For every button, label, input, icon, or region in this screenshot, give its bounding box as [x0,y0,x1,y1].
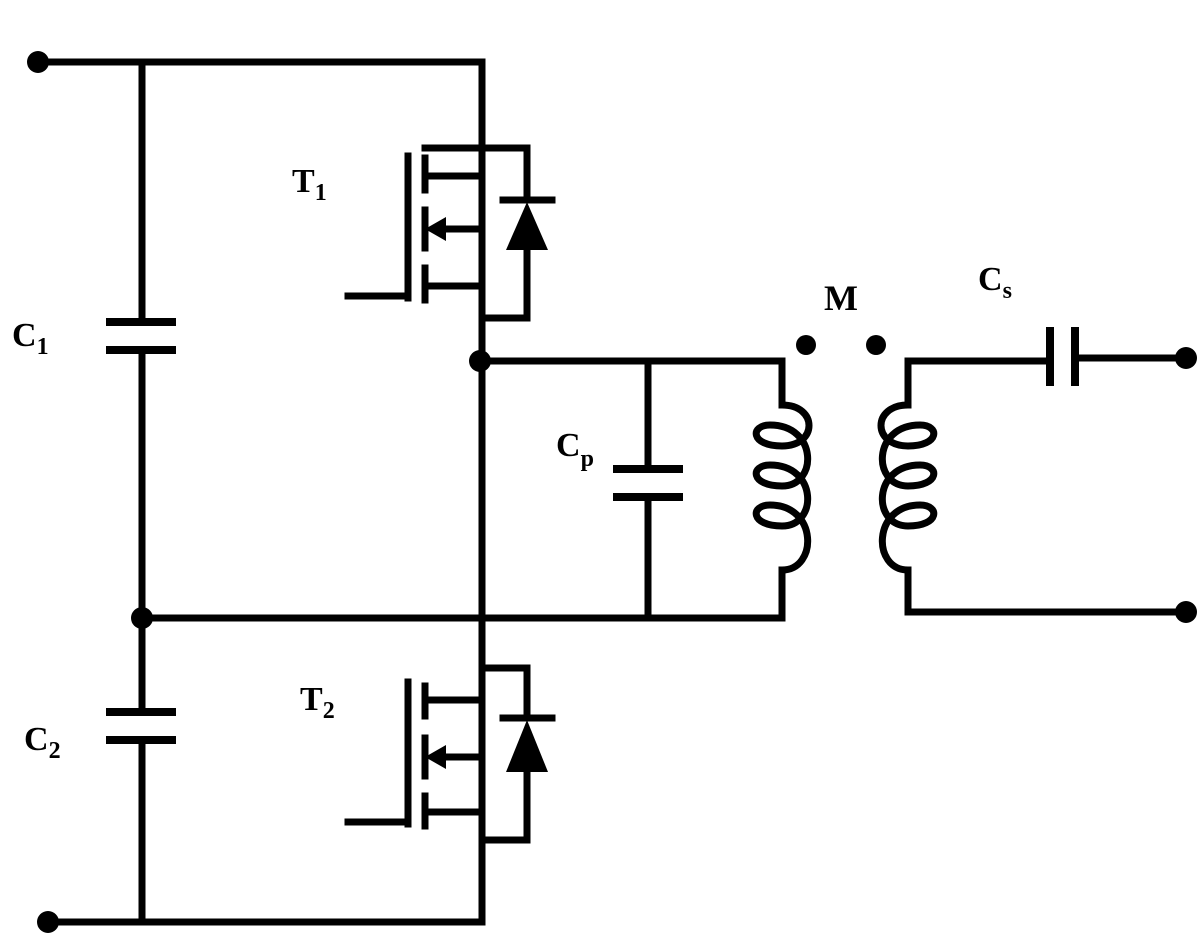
capacitor-cp [613,357,683,622]
label-t2: T2 [300,681,335,724]
top-rail [27,51,486,152]
output-top-terminal [1175,347,1197,369]
label-m: M [824,278,858,318]
secondary-winding [877,357,938,616]
label-cs: Cs [978,261,1012,304]
label-c2: C2 [24,721,61,764]
output-bottom-terminal [1175,601,1197,623]
bottom-left-terminal [37,911,59,933]
secondary-polarity-dot [866,335,886,355]
label-t1: T1 [292,163,327,206]
primary-polarity-dot [796,335,816,355]
capacitor-c2 [106,614,176,926]
label-cp: Cp [556,427,594,472]
mosfet-t2 [344,664,556,844]
capacitor-cs [904,327,1189,386]
mosfet-t1 [344,144,556,322]
bottom-rail [37,836,486,933]
label-c1: C1 [12,317,49,360]
capacitor-c1 [106,58,176,622]
top-left-terminal [27,51,49,73]
primary-winding [752,357,813,622]
